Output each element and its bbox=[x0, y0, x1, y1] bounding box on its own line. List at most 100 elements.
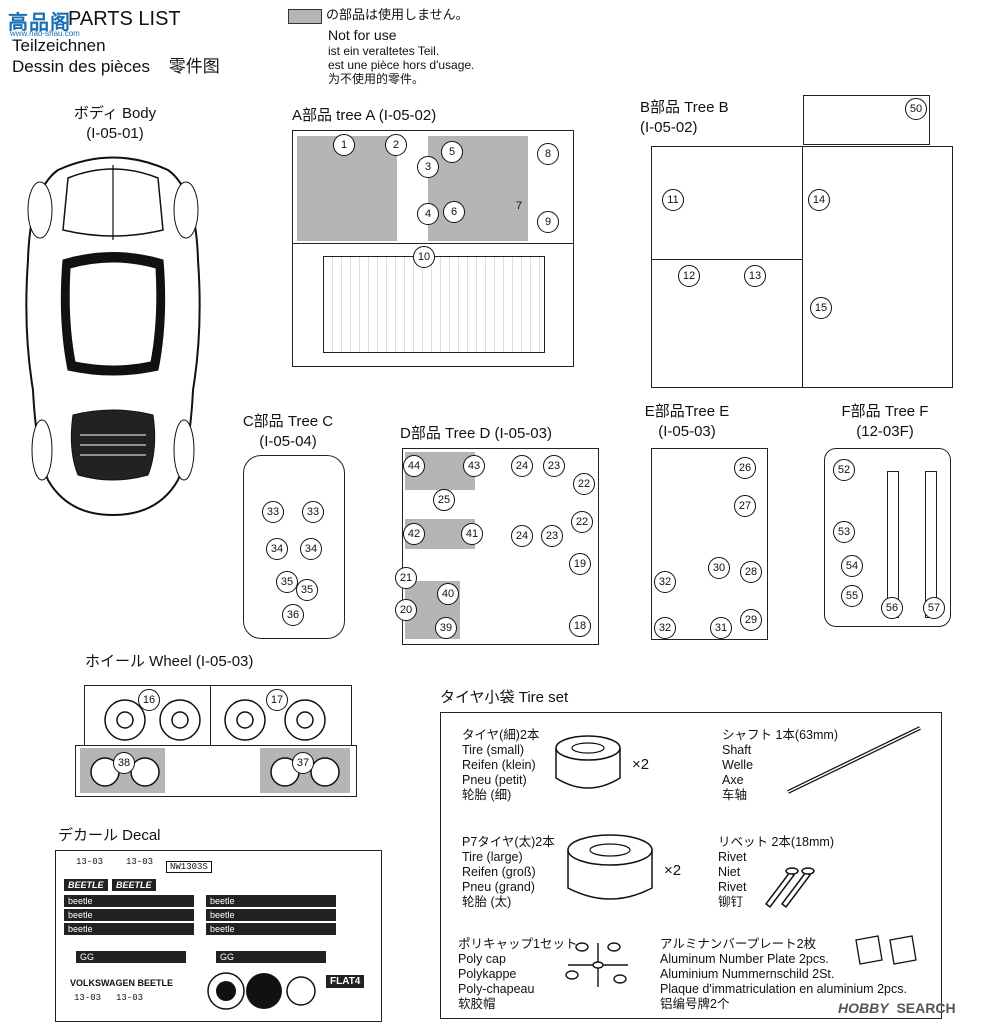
plate-cn: 铝编号牌2个 bbox=[660, 997, 730, 1011]
tree-f-rail-2 bbox=[925, 471, 937, 618]
shaft-fr: Axe bbox=[722, 773, 744, 787]
decal-gg-1: GG bbox=[76, 951, 186, 963]
polycap-cn: 软胶帽 bbox=[458, 997, 496, 1011]
header-line3-cn: 零件图 bbox=[168, 57, 220, 76]
rivet-text: リベット 2本(18mm) Rivet Niet Rivet 铆钉 bbox=[718, 835, 834, 910]
part-53: 53 bbox=[833, 521, 855, 543]
tree-b-label-code: (I-05-02) bbox=[640, 119, 698, 136]
part-34: 34 bbox=[266, 538, 288, 560]
part-3: 3 bbox=[417, 156, 439, 178]
tire-small-qty: ×2 bbox=[632, 756, 650, 773]
part-26: 26 bbox=[734, 457, 756, 479]
decal-emblems bbox=[207, 972, 316, 1010]
decal-plate-5: 13-03 bbox=[116, 993, 144, 1003]
tree-a-panel: 1 2 3 4 5 6 7 8 9 10 bbox=[292, 130, 574, 367]
tire-large-cn: 轮胎 (太) bbox=[462, 895, 512, 909]
watermark-brand: HOBBY bbox=[838, 1000, 889, 1016]
plate-fr: Plaque d'immatriculation en aluminium 2p… bbox=[660, 982, 907, 996]
rivet-cn: 铆钉 bbox=[718, 895, 744, 909]
tree-c-label-name: C部品 Tree C bbox=[242, 413, 334, 430]
tree-b-label-name: B部品 Tree B bbox=[640, 99, 729, 116]
polycap-text: ポリキャップ1セット Poly cap Polykappe Poly-chape… bbox=[458, 937, 577, 1012]
plate-drawing bbox=[855, 935, 917, 965]
tree-a-label: A部品 tree A (I-05-02) bbox=[292, 107, 437, 124]
part-39: 39 bbox=[435, 617, 457, 639]
watermark-url: www.nao-shau.com bbox=[10, 29, 80, 38]
part-19: 19 bbox=[569, 553, 591, 575]
part-55: 55 bbox=[841, 585, 863, 607]
part-52: 52 bbox=[833, 459, 855, 481]
watermark-hobbysearch: HOBBY SEARCH bbox=[838, 1000, 956, 1016]
part-13: 13 bbox=[744, 265, 766, 287]
part-35b: 35 bbox=[296, 579, 318, 601]
part-57: 57 bbox=[923, 597, 945, 619]
part-38: 38 bbox=[113, 752, 135, 774]
rivet-jp: リベット 2本(18mm) bbox=[718, 835, 834, 849]
tire-set-panel bbox=[440, 712, 942, 1019]
header-line3: Dessin des pièces 零件图 bbox=[12, 56, 220, 78]
part-21: 21 bbox=[395, 567, 417, 589]
part-11: 11 bbox=[662, 189, 684, 211]
part-2: 2 bbox=[385, 134, 407, 156]
legend-de: ist ein veraltetes Teil. bbox=[328, 44, 440, 58]
polycap-en: Poly cap bbox=[458, 952, 506, 966]
tree-f-label-code: (12-03F) bbox=[856, 423, 914, 440]
plate-de: Aluminium Nummernschild 2St. bbox=[660, 967, 835, 981]
decal-plate-2: 13-03 bbox=[126, 857, 154, 867]
part-23: 23 bbox=[543, 455, 565, 477]
shaft-text: シャフト 1本(63mm) Shaft Welle Axe 车轴 bbox=[722, 728, 838, 803]
rivet-de: Niet bbox=[718, 865, 741, 879]
legend-fr: est une pièce hors d'usage. bbox=[328, 58, 475, 72]
tree-f-label: F部品 Tree F (12-03F) bbox=[820, 402, 950, 442]
legend-jp: の部品は使用しません。 bbox=[326, 7, 469, 22]
header-line2: Teilzeichnen bbox=[12, 36, 106, 55]
part-15: 15 bbox=[810, 297, 832, 319]
decal-strip-6: beetle bbox=[206, 923, 336, 935]
plate-jp: アルミナンバープレート2枚 bbox=[660, 937, 817, 951]
tree-e-label-code: (I-05-03) bbox=[658, 423, 716, 440]
body-label: ボディ Body (I-05-01) bbox=[40, 104, 190, 144]
tire-large-text: P7タイヤ(太)2本 Tire (large) Reifen (groß) Pn… bbox=[462, 835, 555, 910]
tire-small-en: Tire (small) bbox=[462, 743, 525, 757]
part-50: 50 bbox=[905, 98, 927, 120]
tree-e-label: E部品Tree E (I-05-03) bbox=[632, 402, 742, 442]
part-32b: 32 bbox=[654, 617, 676, 639]
part-10: 10 bbox=[413, 246, 435, 268]
part-33: 33 bbox=[262, 501, 284, 523]
shaft-en: Shaft bbox=[722, 743, 752, 757]
tree-d-panel: 44 43 24 23 22 25 42 41 24 23 22 19 21 4… bbox=[395, 448, 599, 645]
part-18: 18 bbox=[569, 615, 591, 637]
part-28: 28 bbox=[740, 561, 762, 583]
part-8: 8 bbox=[537, 143, 559, 165]
part-43: 43 bbox=[463, 455, 485, 477]
decal-beetle-1: BEETLE bbox=[64, 879, 108, 891]
decal-strip-2: beetle bbox=[64, 909, 194, 921]
tire-small-drawing bbox=[555, 735, 621, 789]
legend-cn: 为不使用的零件。 bbox=[328, 72, 425, 86]
wheel-label: ホイール Wheel (I-05-03) bbox=[85, 653, 254, 670]
tire-large-qty: ×2 bbox=[664, 862, 682, 879]
part-35: 35 bbox=[276, 571, 298, 593]
part-22: 22 bbox=[573, 473, 595, 495]
part-23b: 23 bbox=[541, 525, 563, 547]
part-5: 5 bbox=[441, 141, 463, 163]
part-40: 40 bbox=[437, 583, 459, 605]
watermark-search: SEARCH bbox=[896, 1000, 956, 1016]
header-title-text: PARTS LIST bbox=[68, 8, 181, 30]
tire-large-de: Reifen (groß) bbox=[462, 865, 536, 879]
plate-en: Aluminum Number Plate 2pcs. bbox=[660, 952, 829, 966]
part-42: 42 bbox=[403, 523, 425, 545]
rivet-fr: Rivet bbox=[718, 880, 747, 894]
part-20: 20 bbox=[395, 599, 417, 621]
part-27: 27 bbox=[734, 495, 756, 517]
tree-a-divider bbox=[293, 243, 573, 244]
decal-gg-2: GG bbox=[216, 951, 326, 963]
tree-b-panel: 11 12 13 14 15 bbox=[651, 146, 953, 388]
tree-f-panel: 52 53 54 55 56 57 bbox=[824, 448, 951, 627]
tree-e-panel: 26 27 30 28 32 31 29 32 bbox=[651, 448, 768, 640]
shaft-cn: 车轴 bbox=[722, 788, 748, 802]
tree-b-hdivider bbox=[652, 259, 802, 260]
part-12: 12 bbox=[678, 265, 700, 287]
decal-strip-4: beetle bbox=[206, 895, 336, 907]
decal-strip-3: beetle bbox=[64, 923, 194, 935]
